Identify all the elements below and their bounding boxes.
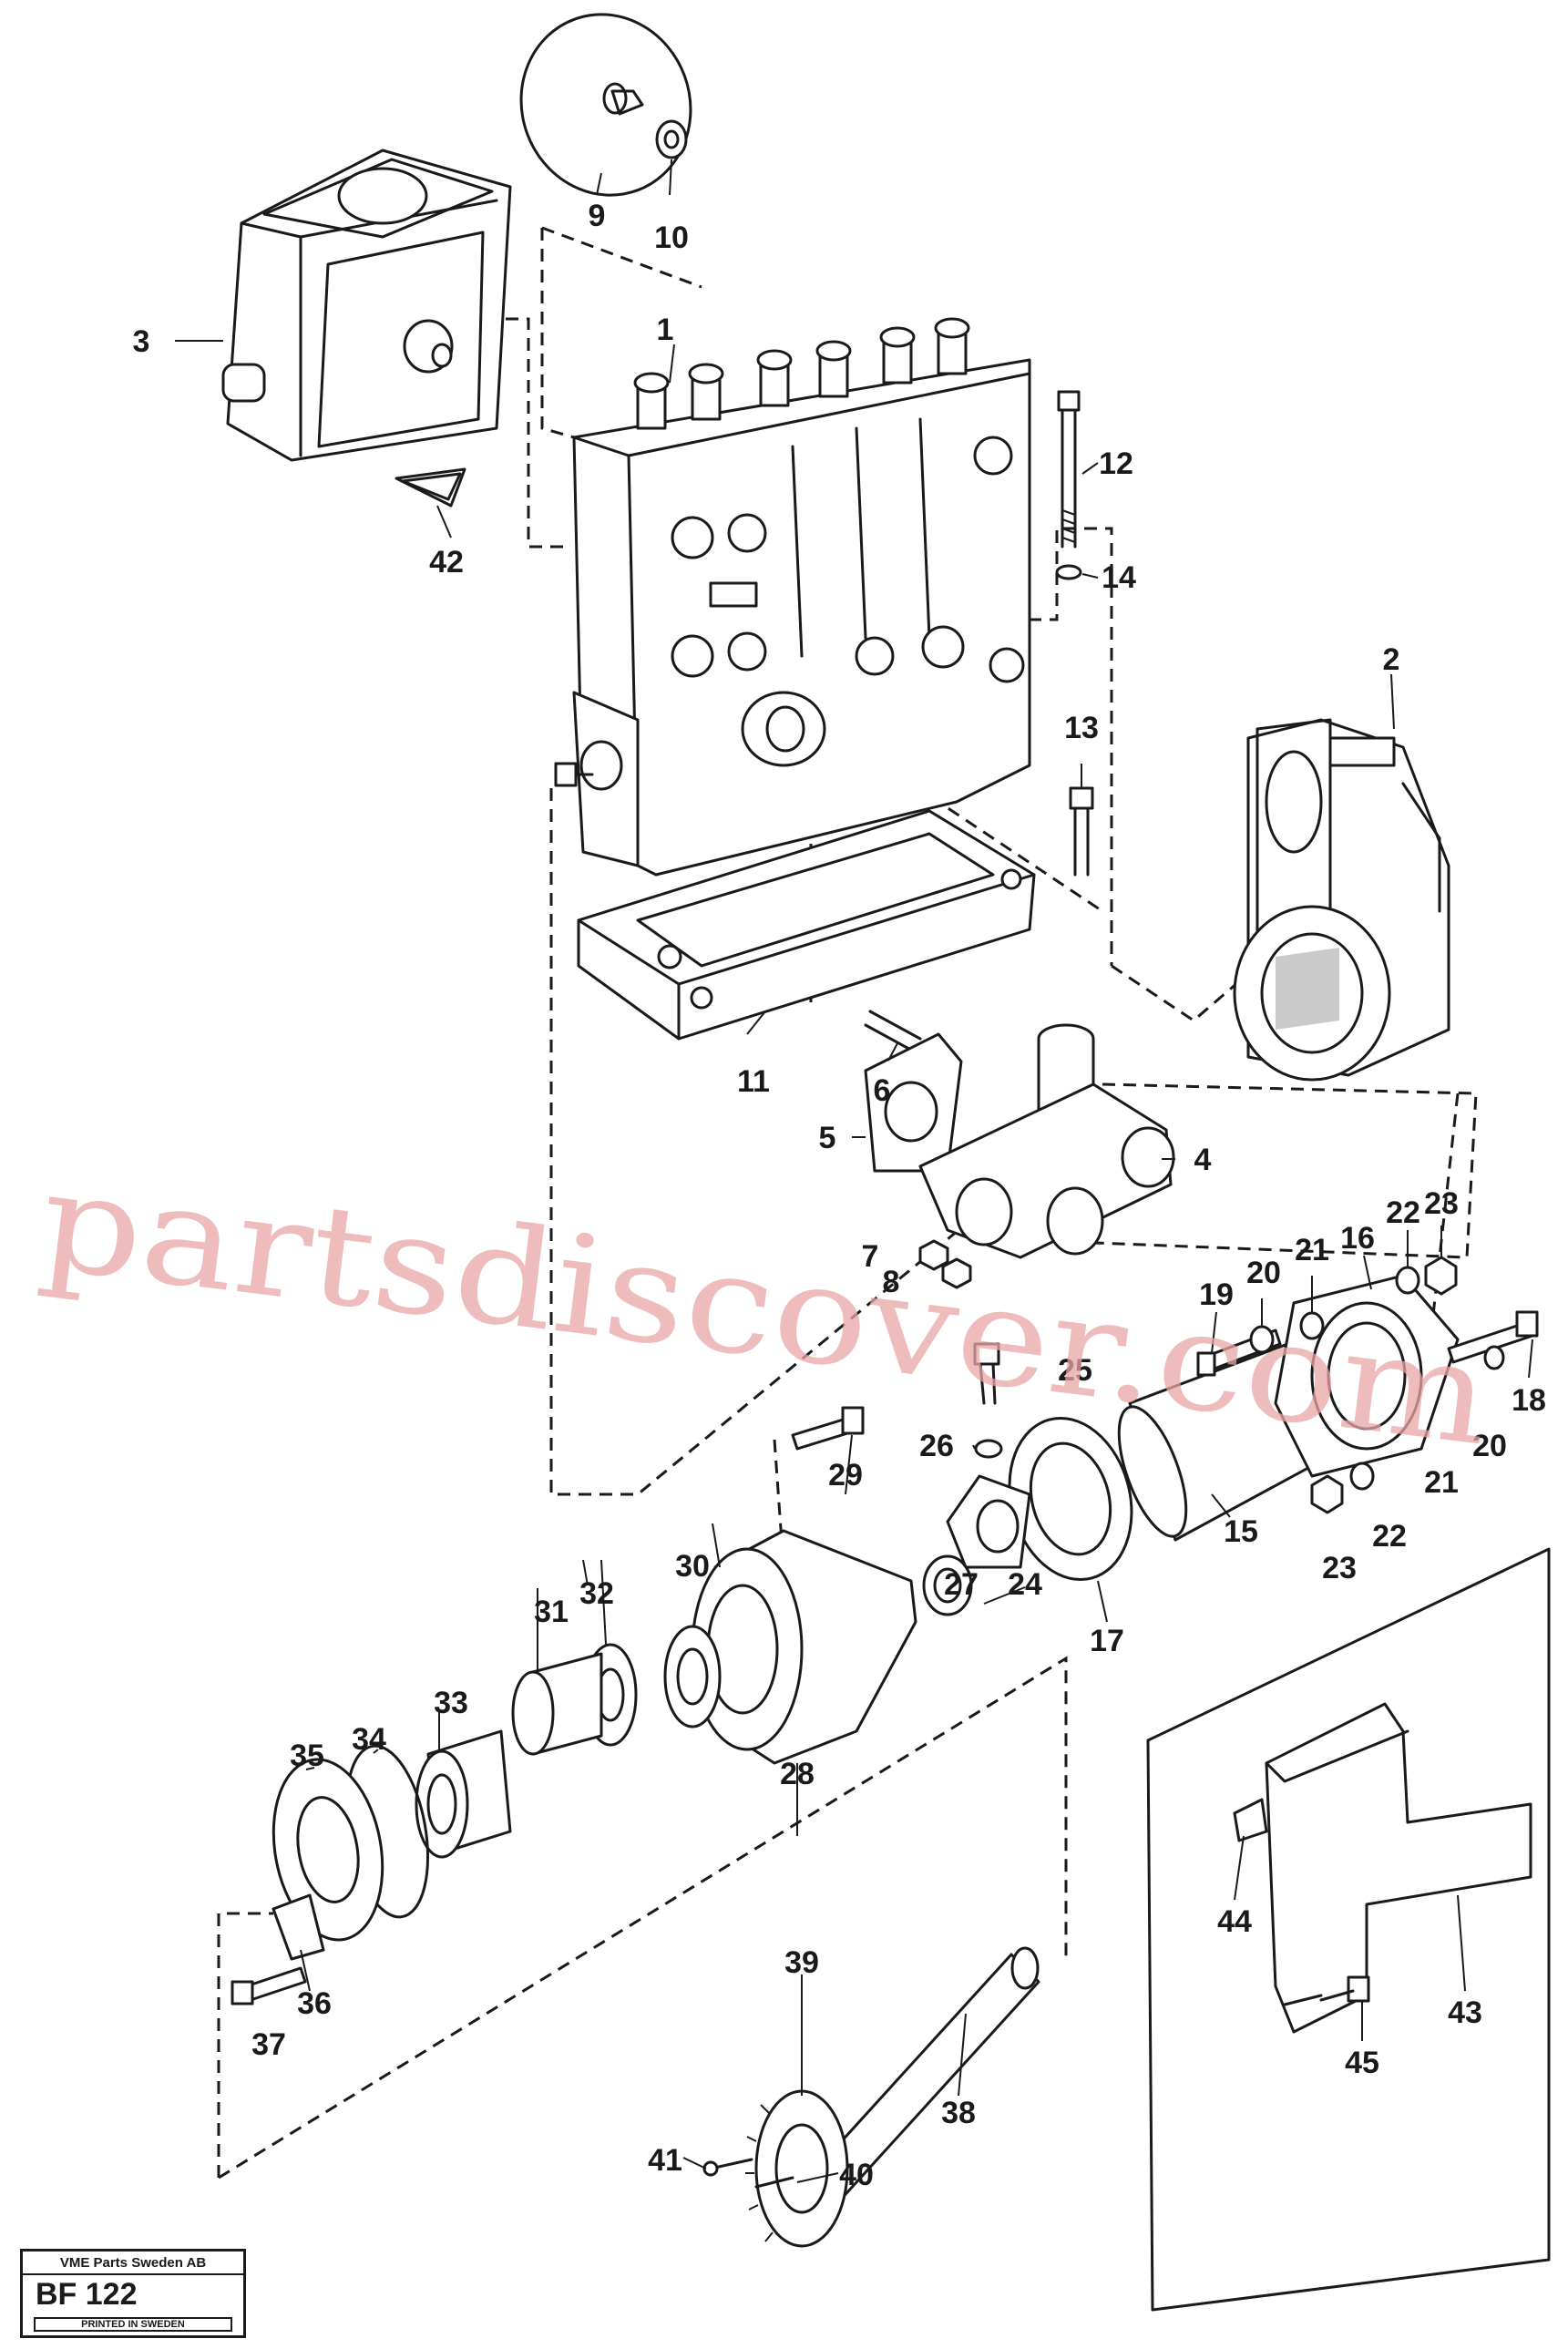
label-part-38: 38 [941, 2096, 976, 2130]
label-part-42: 42 [429, 545, 464, 580]
part-labels: 1 2 3 4 5 6 7 8 9 10 11 12 13 14 15 16 1… [133, 199, 1546, 2192]
part-5-gasket [864, 1032, 963, 1173]
label-part-23a: 23 [1424, 1186, 1459, 1221]
fasteners-18-23 [1196, 1256, 1539, 1514]
label-part-21b: 21 [1424, 1465, 1459, 1500]
label-part-25: 25 [1058, 1353, 1092, 1388]
label-part-23b: 23 [1322, 1551, 1357, 1585]
parts-43-45-bracket-detail [1146, 1547, 1551, 2312]
label-part-37: 37 [251, 2027, 286, 2062]
label-part-18: 18 [1512, 1383, 1546, 1418]
stamp-company: VME Parts Sweden AB [23, 2252, 243, 2275]
label-part-7: 7 [862, 1239, 879, 1274]
part-39-gear [745, 2089, 849, 2248]
label-part-36: 36 [297, 1986, 332, 2021]
part-37-bolt [231, 1966, 307, 2005]
label-part-40: 40 [839, 2158, 874, 2192]
label-part-6: 6 [874, 1073, 891, 1108]
label-part-14: 14 [1102, 560, 1136, 595]
label-part-45: 45 [1345, 2046, 1379, 2080]
label-part-2: 2 [1383, 642, 1400, 677]
label-part-34: 34 [352, 1722, 386, 1757]
part-12-bolt [1057, 390, 1081, 549]
label-part-43: 43 [1448, 1995, 1482, 2030]
part-30-bearing [663, 1625, 722, 1728]
stamp-printed: PRINTED IN SWEDEN [34, 2317, 232, 2332]
part-3-cover-housing [221, 149, 512, 462]
part-11-base-plate [577, 809, 1036, 1041]
label-part-1: 1 [657, 313, 674, 347]
part-25-bolt [973, 1342, 1000, 1405]
label-part-10: 10 [654, 221, 689, 255]
label-part-8: 8 [883, 1265, 900, 1299]
part-9-diaphragm [519, 13, 692, 197]
part-41-bolt [702, 2158, 753, 2177]
part-2-governor-housing [1233, 718, 1450, 1082]
label-part-12: 12 [1099, 446, 1133, 481]
part-40-pin [754, 2176, 794, 2189]
label-part-28: 28 [780, 1757, 815, 1791]
label-part-21a: 21 [1295, 1233, 1329, 1267]
label-part-3: 3 [133, 324, 150, 359]
part-35-cover-plate [272, 1758, 384, 1942]
watermark-text: partsdiscover.com [33, 1142, 1499, 1477]
part-29-bolt [791, 1406, 865, 1451]
part-24-bearing-cap [946, 1474, 1031, 1569]
leader-lines [175, 159, 1533, 2183]
label-part-24: 24 [1008, 1567, 1042, 1602]
part-31-sleeve [511, 1652, 603, 1756]
part-6-stud [864, 1010, 922, 1054]
label-part-35: 35 [290, 1739, 324, 1773]
label-part-17: 17 [1090, 1624, 1124, 1658]
label-part-30: 30 [675, 1549, 710, 1584]
part-42-seal-ring [395, 467, 466, 508]
stamp-code: BF 122 [36, 2277, 138, 2312]
label-part-27: 27 [944, 1567, 979, 1602]
label-part-13: 13 [1064, 711, 1099, 745]
part-27-bushing [922, 1554, 973, 1616]
label-part-5: 5 [819, 1121, 836, 1155]
part-10-washer [655, 119, 688, 159]
label-part-44: 44 [1217, 1904, 1252, 1939]
label-part-26: 26 [919, 1429, 954, 1463]
label-part-15: 15 [1224, 1514, 1258, 1549]
label-part-11: 11 [737, 1064, 770, 1099]
part-1-injection-pump [554, 317, 1031, 877]
label-part-22a: 22 [1386, 1195, 1420, 1230]
title-stamp: VME Parts Sweden AB BF 122 PRINTED IN SW… [20, 2249, 246, 2338]
label-part-39: 39 [784, 1945, 819, 1980]
part-7-8-nut-washer [918, 1239, 972, 1289]
label-part-19: 19 [1199, 1277, 1234, 1312]
label-part-22b: 22 [1372, 1519, 1407, 1554]
label-part-32: 32 [579, 1576, 614, 1611]
part-4-feed-pump [918, 1023, 1175, 1259]
label-part-9: 9 [589, 199, 606, 233]
label-part-29: 29 [828, 1458, 863, 1492]
label-part-20b: 20 [1472, 1429, 1507, 1463]
part-14-washer [1055, 564, 1082, 580]
part-28-drive-housing [691, 1529, 917, 1765]
label-part-33: 33 [434, 1686, 468, 1720]
label-part-20a: 20 [1246, 1256, 1281, 1290]
label-part-31: 31 [534, 1595, 569, 1629]
part-26-washer [974, 1439, 1003, 1459]
label-part-41: 41 [648, 2143, 682, 2178]
label-part-16: 16 [1340, 1221, 1375, 1256]
part-13-bolt [1069, 786, 1094, 877]
part-36-lock-plate [272, 1893, 325, 1961]
part-33-bearing [415, 1729, 512, 1859]
label-part-4: 4 [1194, 1143, 1212, 1177]
